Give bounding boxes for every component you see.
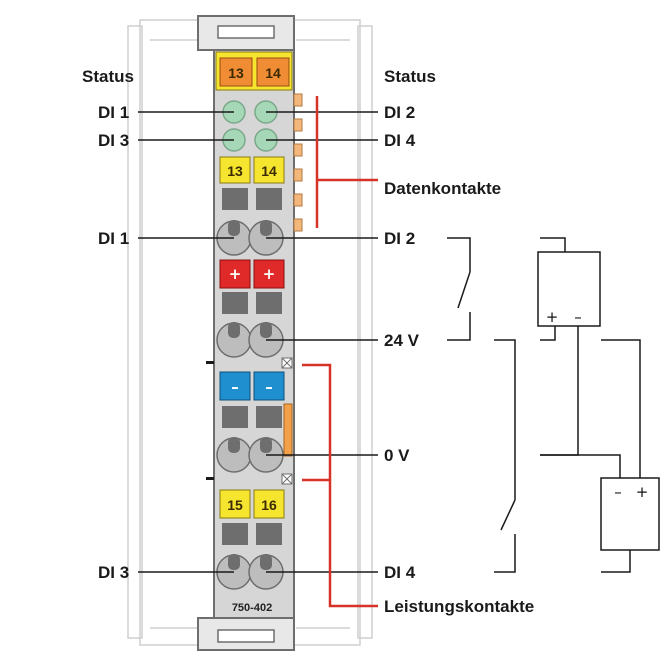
top-plate-13-label: 13 <box>228 65 244 81</box>
minus-plate-right <box>253 371 285 401</box>
io-module: 13 14 13 14 + + <box>197 15 303 651</box>
di1-led-label: DI 1 <box>98 103 129 122</box>
top-plate-13 <box>219 57 253 87</box>
minus-sign-left: – <box>231 378 239 396</box>
plus-plate-right <box>253 259 285 289</box>
di3-led-label: DI 3 <box>98 131 129 150</box>
leistungskontakte-bracket <box>302 363 378 608</box>
datenkontakte-bracket <box>315 96 378 228</box>
status-left-label: Status <box>82 67 134 86</box>
power-contact-strip <box>283 403 293 457</box>
plus-sign-left: + <box>229 265 242 283</box>
plus-plate-left <box>219 259 251 289</box>
datenkontakte-label: Datenkontakte <box>384 179 501 198</box>
di2-terminal-label: DI 2 <box>384 229 415 248</box>
leistungskontakte-label: Leistungskontakte <box>384 597 534 616</box>
top-plate-14-label: 14 <box>265 65 281 81</box>
lower-supply-plus: + <box>636 483 649 501</box>
leader-lines <box>138 111 378 573</box>
bottom-plate-15-label: 15 <box>227 497 243 513</box>
power-contact-x-lower <box>281 473 293 485</box>
bottom-plate-16-label: 16 <box>261 497 277 513</box>
di2-led-label: DI 2 <box>384 103 415 122</box>
minus-plate-left <box>219 371 251 401</box>
upper-supply-plus: + <box>546 308 559 326</box>
external-wiring <box>447 237 641 573</box>
mid-plate-14-label: 14 <box>261 163 277 179</box>
di3-terminal-label: DI 3 <box>98 563 129 582</box>
plus-sign-right: + <box>263 265 276 283</box>
lower-supply-minus: – <box>614 483 622 501</box>
mid-plate-13-label: 13 <box>227 163 243 179</box>
mid-plate-13 <box>219 156 251 184</box>
data-contact-pins <box>293 93 303 232</box>
upper-supply-box <box>537 251 601 327</box>
lower-switch <box>500 499 516 531</box>
bottom-plate-16 <box>253 489 285 519</box>
top-plate-14 <box>256 57 290 87</box>
di4-led-label: DI 4 <box>384 131 416 150</box>
status-right-label: Status <box>384 67 436 86</box>
minus-sign-right: – <box>265 378 273 396</box>
lower-supply-box <box>600 477 660 551</box>
mid-plate-14 <box>253 156 285 184</box>
power-contact-x-upper <box>281 357 293 369</box>
di4-terminal-label: DI 4 <box>384 563 416 582</box>
model-number: 750-402 <box>232 602 272 614</box>
upper-switch <box>457 271 471 309</box>
di1-terminal-label: DI 1 <box>98 229 129 248</box>
24v-label: 24 V <box>384 331 420 350</box>
bottom-plate-15 <box>219 489 251 519</box>
upper-supply-minus: – <box>574 308 582 326</box>
0v-label: 0 V <box>384 446 410 465</box>
